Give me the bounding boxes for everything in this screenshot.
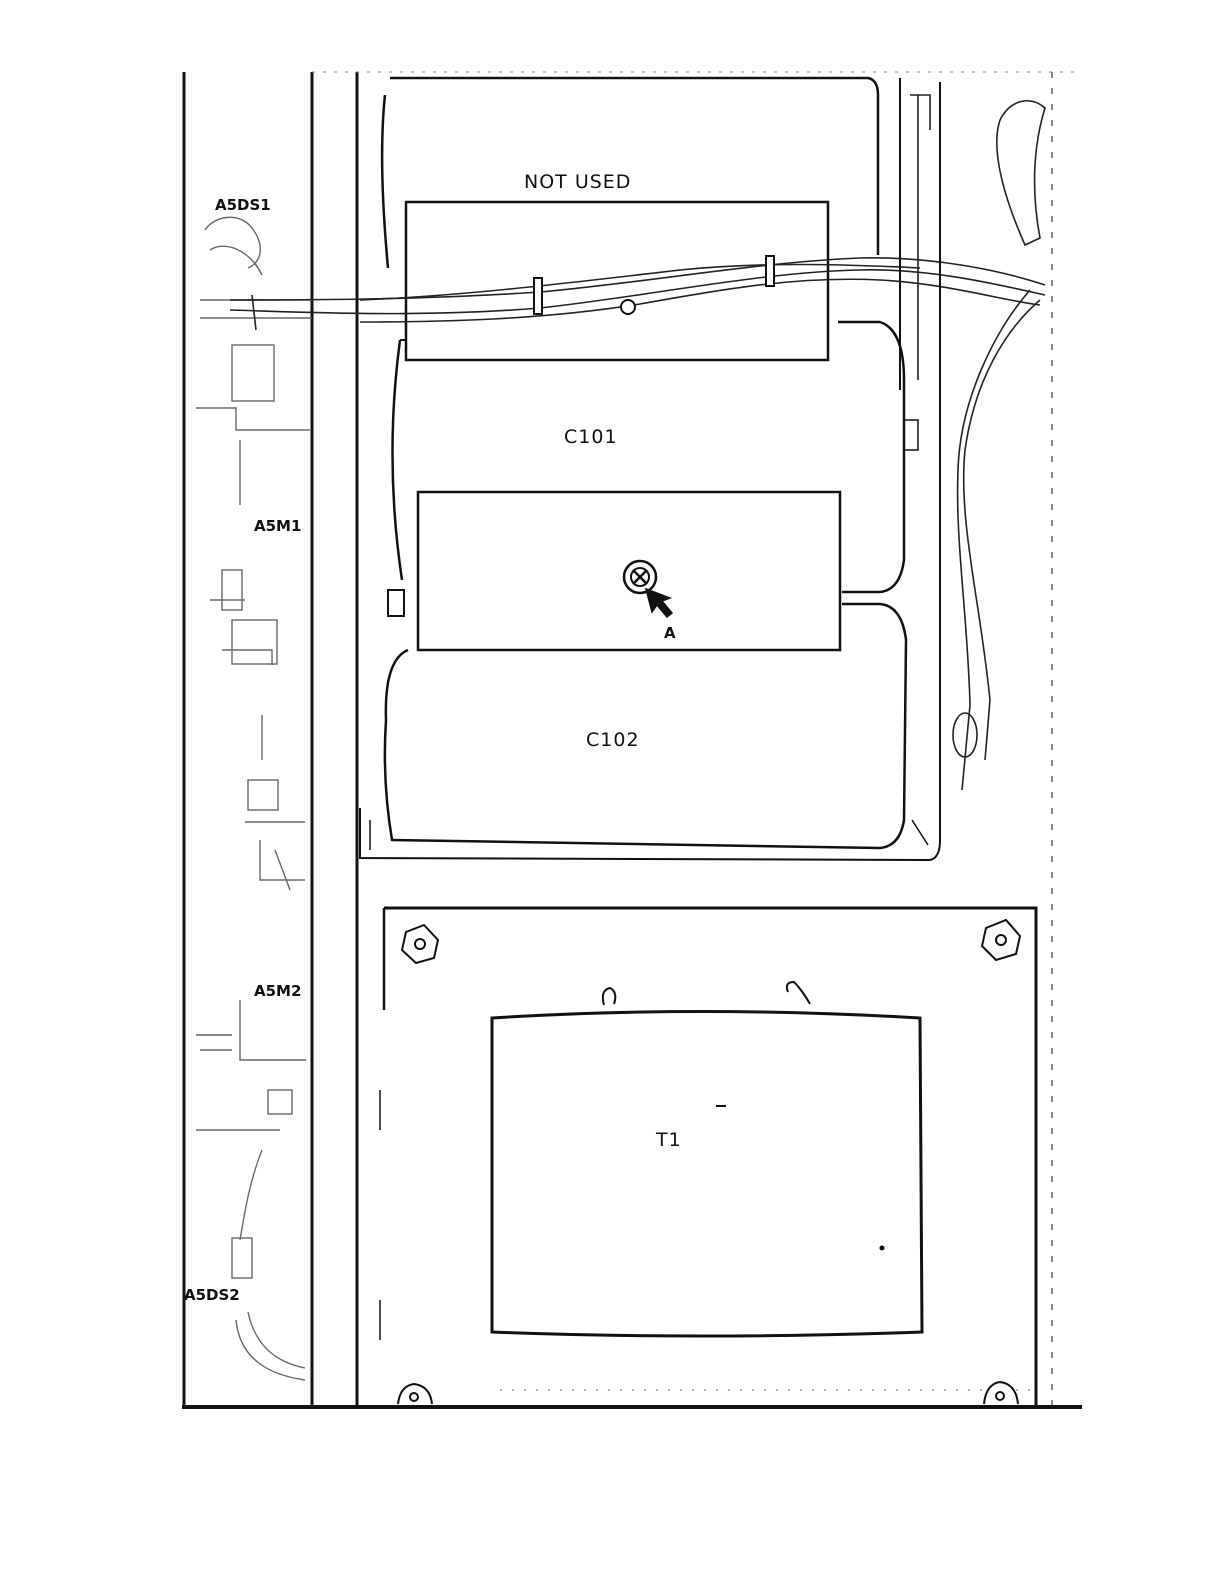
c101-label: C101	[564, 426, 618, 448]
a5m2-label: A5M2	[254, 982, 301, 1000]
hex-nut-icon	[984, 1382, 1018, 1404]
t1-transformer	[492, 982, 922, 1336]
a5ds1-label: A5DS1	[215, 196, 271, 214]
hex-nut-icon	[398, 1384, 432, 1404]
c102-capacitor	[360, 82, 940, 860]
hex-nut-icon	[982, 920, 1020, 960]
left-strip-components	[196, 217, 312, 1380]
hex-nut-icon	[402, 925, 438, 963]
a5m1-label: A5M1	[254, 517, 301, 535]
t1-label: T1	[655, 1129, 682, 1151]
wire-harness	[230, 95, 1045, 790]
not-used-label: NOT USED	[524, 171, 631, 193]
a5ds2-label: A5DS2	[184, 1286, 240, 1304]
callout-a-label: A	[664, 624, 676, 642]
mounting-bracket	[388, 492, 840, 650]
screw-icon	[624, 561, 656, 593]
c102-label: C102	[586, 729, 640, 751]
